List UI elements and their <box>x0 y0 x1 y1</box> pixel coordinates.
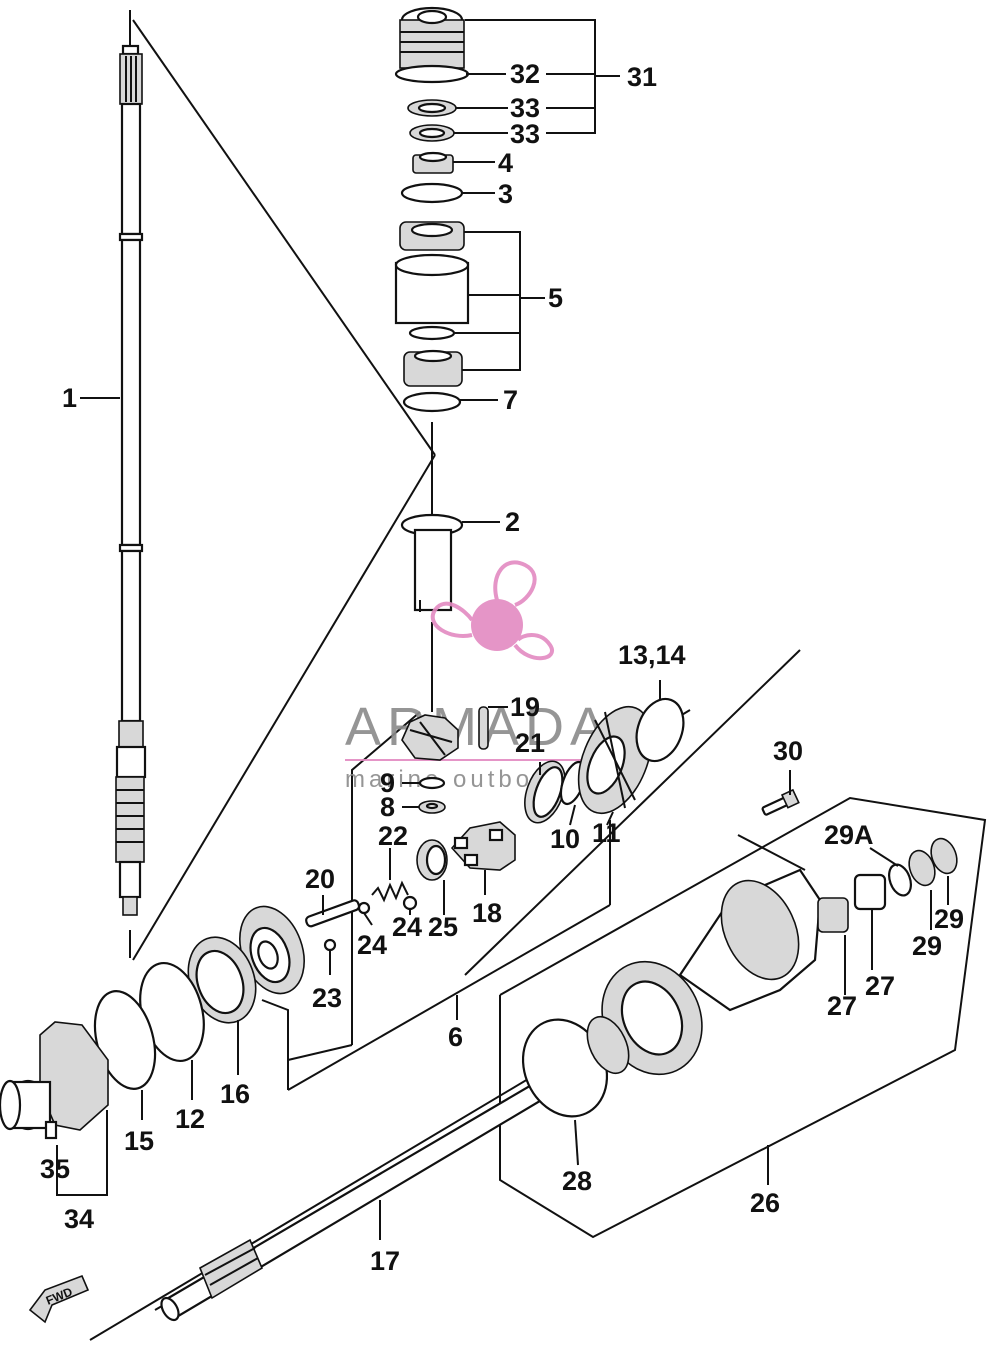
shim-part-7 <box>402 391 462 413</box>
bearing-set-part-5 <box>394 221 470 387</box>
needle-bearing-part-27a <box>817 897 849 933</box>
label-part-4: 4 <box>498 148 513 178</box>
label-part-31: 31 <box>627 62 657 92</box>
label-part-1: 1 <box>62 383 77 413</box>
assembly-outline-lines <box>89 19 987 1341</box>
circlip-part-29A <box>888 863 912 897</box>
ball-part-23 <box>323 938 337 952</box>
label-part-20: 20 <box>305 864 335 894</box>
label-part-32: 32 <box>510 59 540 89</box>
label-part-17: 17 <box>370 1246 400 1276</box>
label-part-7: 7 <box>503 385 518 415</box>
label-part-33b: 33 <box>510 119 540 149</box>
needle-bearing-part-27b <box>853 873 887 911</box>
label-part-25: 25 <box>428 912 458 942</box>
shift-plunger-part-20 <box>305 899 361 928</box>
bushing-part-25 <box>416 839 448 881</box>
label-part-10: 10 <box>550 824 580 854</box>
propeller-shaft-part-17 <box>160 1078 552 1322</box>
pinion-gear <box>401 714 459 761</box>
spring-part-22 <box>371 880 409 903</box>
thrust-bearing-part-16 <box>187 936 257 1024</box>
pin-part-19 <box>478 706 489 750</box>
seal-parts-33 <box>407 99 457 142</box>
label-part-24b: 24 <box>392 912 422 942</box>
bearing-housing-part-26 <box>601 868 822 1076</box>
label-part-8: 8 <box>380 792 395 822</box>
label-part-19: 19 <box>510 692 540 722</box>
label-part-27b: 27 <box>865 971 895 1001</box>
oil-seal-part-29a <box>908 849 936 887</box>
drive-shaft-part-1 <box>80 10 147 916</box>
water-pump-housing-part-31 <box>399 6 465 69</box>
clutch-housing-part-34 <box>0 1021 109 1131</box>
fwd-arrow: FWD <box>28 1274 90 1324</box>
label-part-35: 35 <box>40 1154 70 1184</box>
label-part-13-14: 13,14 <box>618 640 686 670</box>
bushing-part-4 <box>412 151 454 174</box>
callout-labels: 1 2 3 4 5 6 7 8 9 10 11 12 13,14 15 16 1… <box>40 59 964 1276</box>
label-part-34: 34 <box>64 1204 94 1234</box>
pin-part-35 <box>44 1120 58 1140</box>
seal-ring <box>586 1015 630 1075</box>
label-part-15: 15 <box>124 1126 154 1156</box>
label-part-3: 3 <box>498 179 513 209</box>
propeller-logo-icon <box>430 560 554 661</box>
label-part-29b: 29 <box>934 904 964 934</box>
retainer-part-21 <box>524 760 566 824</box>
label-part-16: 16 <box>220 1079 250 1109</box>
fwd-arrow-icon <box>28 1274 90 1324</box>
o-ring-part-32 <box>394 64 470 84</box>
leader-lines <box>141 19 949 1185</box>
label-part-21: 21 <box>515 728 545 758</box>
label-part-24a: 24 <box>357 930 387 960</box>
label-part-23: 23 <box>312 983 342 1013</box>
ball-part-24b <box>357 901 371 915</box>
label-part-6: 6 <box>448 1022 463 1052</box>
watermark-brand: ARMADA <box>345 697 612 757</box>
label-part-5: 5 <box>548 283 563 313</box>
oil-seal-part-29b <box>930 837 958 875</box>
forward-gear-part-11 <box>577 705 653 815</box>
retaining-ring-part-3 <box>400 182 464 204</box>
label-part-33a: 33 <box>510 93 540 123</box>
label-part-9: 9 <box>380 768 395 798</box>
label-part-22: 22 <box>378 821 408 851</box>
label-part-26: 26 <box>750 1188 780 1218</box>
label-part-27a: 27 <box>827 991 857 1021</box>
label-part-28: 28 <box>562 1166 592 1196</box>
label-part-2: 2 <box>505 507 520 537</box>
label-part-11: 11 <box>592 818 621 848</box>
nut-part-8 <box>418 800 446 814</box>
label-part-29A: 29A <box>824 820 874 850</box>
sleeve-part-2 <box>400 513 464 612</box>
reverse-gear <box>239 905 305 995</box>
ball-part-24 <box>402 895 418 911</box>
clutch-dog-part-18 <box>450 821 516 871</box>
bolt-part-30 <box>761 788 800 816</box>
label-part-12: 12 <box>175 1104 205 1134</box>
label-part-18: 18 <box>472 898 502 928</box>
shim-part-13-14 <box>635 697 685 763</box>
label-part-30: 30 <box>773 736 803 766</box>
washer-part-9 <box>418 776 446 790</box>
label-part-29a: 29 <box>912 931 942 961</box>
